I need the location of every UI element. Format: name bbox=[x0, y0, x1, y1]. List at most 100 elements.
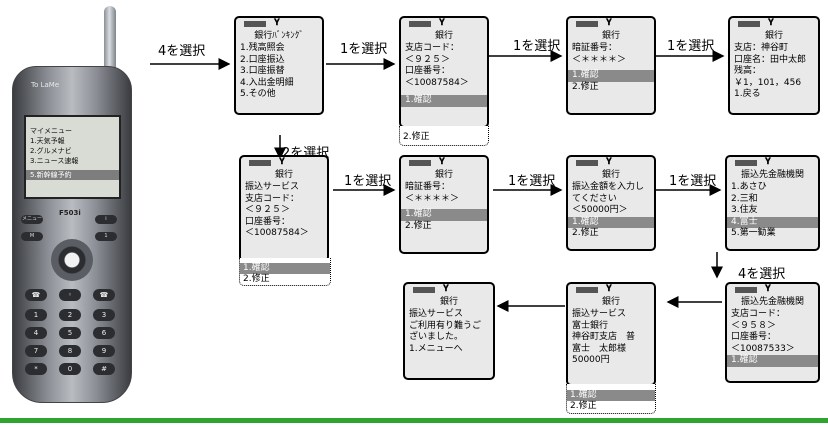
scroll-extension: 2.修正 bbox=[399, 126, 489, 146]
amount-value: ＜50000円＞ bbox=[572, 205, 628, 215]
account-name: 口座名：田中太郎 bbox=[734, 54, 807, 65]
menu-option[interactable]: 1.メニューへ bbox=[409, 343, 463, 354]
confirm-option[interactable]: 1.確認 bbox=[568, 216, 654, 228]
call-key[interactable]: ☎ bbox=[25, 289, 47, 301]
bank-option[interactable]: 2.三和 bbox=[731, 193, 758, 204]
service-title: 振込サービス bbox=[572, 309, 627, 319]
field-value: ＜９２５＞ bbox=[245, 205, 291, 215]
confirm-option[interactable]: 1.確認 bbox=[401, 209, 487, 221]
scroll-extension: 1.確認 2.修正 bbox=[239, 258, 331, 286]
key-6[interactable]: 6 bbox=[93, 327, 115, 339]
field-label: 支店コード： bbox=[245, 193, 300, 204]
bank-option-selected[interactable]: 4.富士 bbox=[727, 216, 818, 228]
field-value: ＜＊＊＊＊＞ bbox=[405, 193, 460, 204]
menu-item[interactable]: 1.残高照会 bbox=[240, 43, 285, 53]
field-label: 支店コード： bbox=[731, 309, 786, 319]
signal-icon: 𝐘 bbox=[606, 284, 612, 294]
step-label: 1を選択 bbox=[508, 174, 556, 189]
payee-name: 富士 太郎様 bbox=[572, 343, 627, 354]
battery-indicator bbox=[249, 160, 271, 166]
edit-option[interactable]: 2.修正 bbox=[572, 81, 599, 92]
dpad[interactable] bbox=[51, 239, 93, 281]
back-option[interactable]: 1.戻る bbox=[734, 89, 761, 99]
menu-item[interactable]: 3.口座振替 bbox=[240, 66, 285, 76]
key-5[interactable]: 5 bbox=[59, 327, 81, 339]
end-key[interactable]: ☎ bbox=[93, 289, 115, 301]
scroll-extension: 1.確認 2.修正 bbox=[566, 384, 656, 414]
key-9[interactable]: 9 bbox=[93, 345, 115, 357]
edit-option[interactable]: 2.修正 bbox=[570, 401, 597, 411]
screen-header: 銀行 bbox=[434, 31, 453, 41]
message: ご利用有り難うご bbox=[409, 320, 482, 331]
key-2[interactable]: 2 bbox=[59, 309, 81, 321]
edit-option[interactable]: 2.修正 bbox=[403, 132, 430, 142]
bank-option[interactable]: 1.あさひ bbox=[731, 182, 767, 192]
menu-key[interactable]: メニュー bbox=[21, 215, 43, 224]
signal-icon: 𝐘 bbox=[768, 18, 774, 28]
confirm-option[interactable]: 1.確認 bbox=[568, 70, 654, 82]
key-4[interactable]: 4 bbox=[25, 327, 47, 339]
signal-icon: 𝐘 bbox=[439, 157, 445, 167]
edit-option[interactable]: 2.修正 bbox=[572, 228, 599, 238]
screen-header: 銀行 bbox=[434, 170, 453, 180]
bank-option[interactable]: 5.第一勧業 bbox=[731, 228, 776, 238]
screen-balance: 𝐘 銀行 支店：神谷町 口座名：田中太郎 残高： ￥1，101，456 1.戻る bbox=[728, 16, 820, 115]
prompt: てください bbox=[572, 193, 617, 204]
edit-option[interactable]: 2.修正 bbox=[405, 220, 432, 231]
battery-indicator bbox=[244, 21, 266, 27]
signal-icon: 𝐘 bbox=[765, 284, 771, 294]
step-label: 1を選択 bbox=[344, 174, 392, 189]
balance-label: 残高： bbox=[734, 66, 762, 76]
battery-indicator bbox=[576, 287, 598, 293]
message: ざいました。 bbox=[409, 332, 464, 342]
signal-icon: 𝐘 bbox=[279, 157, 285, 167]
battery-indicator bbox=[576, 21, 598, 27]
screen-account-entry: 𝐘 銀行 支店コード： ＜９２５＞ 口座番号： ＜10087584＞ 1.確認 bbox=[399, 16, 489, 128]
i-mode-key[interactable]: i bbox=[95, 215, 117, 224]
bank-option[interactable]: 3.住友 bbox=[731, 205, 758, 215]
field-value: ＜10087533＞ bbox=[731, 343, 795, 354]
clear-key[interactable]: ◦ bbox=[59, 289, 81, 301]
bottom-rule bbox=[0, 418, 828, 423]
key-7[interactable]: 7 bbox=[25, 345, 47, 357]
signal-icon: 𝐘 bbox=[274, 18, 280, 28]
key-0[interactable]: 0 bbox=[59, 363, 81, 375]
brand-logo: To LaMe bbox=[31, 81, 60, 89]
mobile-phone: To LaMe マイメニュー 1.天気予報 2.グルメナビ 3.ニュース速報 5… bbox=[8, 6, 143, 406]
field-value: ＜９５８＞ bbox=[731, 320, 777, 331]
step-label: 4を選択 bbox=[738, 267, 786, 282]
field-label: 口座番号： bbox=[405, 66, 451, 76]
signal-icon: 𝐘 bbox=[443, 284, 449, 294]
step-label: 1を選択 bbox=[669, 174, 717, 189]
key-star[interactable]: * bbox=[25, 363, 47, 375]
field-value: ＜10087584＞ bbox=[405, 77, 469, 88]
menu-item[interactable]: 2.口座振込 bbox=[240, 54, 285, 65]
screen-header: 銀行 bbox=[764, 31, 783, 41]
branch-name: 神谷町支店 普 bbox=[572, 332, 636, 342]
mail-key[interactable]: M bbox=[21, 232, 43, 241]
key-3[interactable]: 3 bbox=[93, 309, 115, 321]
amount-value: 50000円 bbox=[572, 355, 610, 365]
battery-indicator bbox=[409, 160, 431, 166]
key-hash[interactable]: # bbox=[93, 363, 115, 375]
confirm-option[interactable]: 1.確認 bbox=[727, 355, 818, 367]
menu-item[interactable]: 5.その他 bbox=[240, 89, 276, 99]
field-label: 支店コード： bbox=[405, 43, 460, 53]
memo-key[interactable]: 1 bbox=[95, 232, 117, 241]
confirm-option[interactable]: 1.確認 bbox=[240, 263, 330, 274]
screen-header: 銀行 bbox=[601, 297, 620, 307]
branch-name: 支店：神谷町 bbox=[734, 43, 789, 53]
confirm-option[interactable]: 1.確認 bbox=[567, 390, 655, 401]
confirm-option[interactable]: 1.確認 bbox=[401, 95, 487, 107]
key-8[interactable]: 8 bbox=[59, 345, 81, 357]
screen-line: 2.グルメナビ bbox=[30, 147, 72, 155]
battery-indicator bbox=[735, 287, 757, 293]
balance-value: ￥1，101，456 bbox=[734, 77, 802, 88]
field-label: 暗証番号： bbox=[572, 43, 618, 53]
edit-option[interactable]: 2.修正 bbox=[243, 274, 270, 284]
field-value: ＜10087584＞ bbox=[245, 228, 309, 238]
field-value: ＜９２５＞ bbox=[405, 54, 451, 65]
key-1[interactable]: 1 bbox=[25, 309, 47, 321]
screen-banking-menu: 𝐘 銀行ﾊﾞﾝｷﾝｸﾞ 1.残高照会 2.口座振込 3.口座振替 4.入出金明細… bbox=[234, 16, 324, 115]
menu-item[interactable]: 4.入出金明細 bbox=[240, 77, 294, 88]
